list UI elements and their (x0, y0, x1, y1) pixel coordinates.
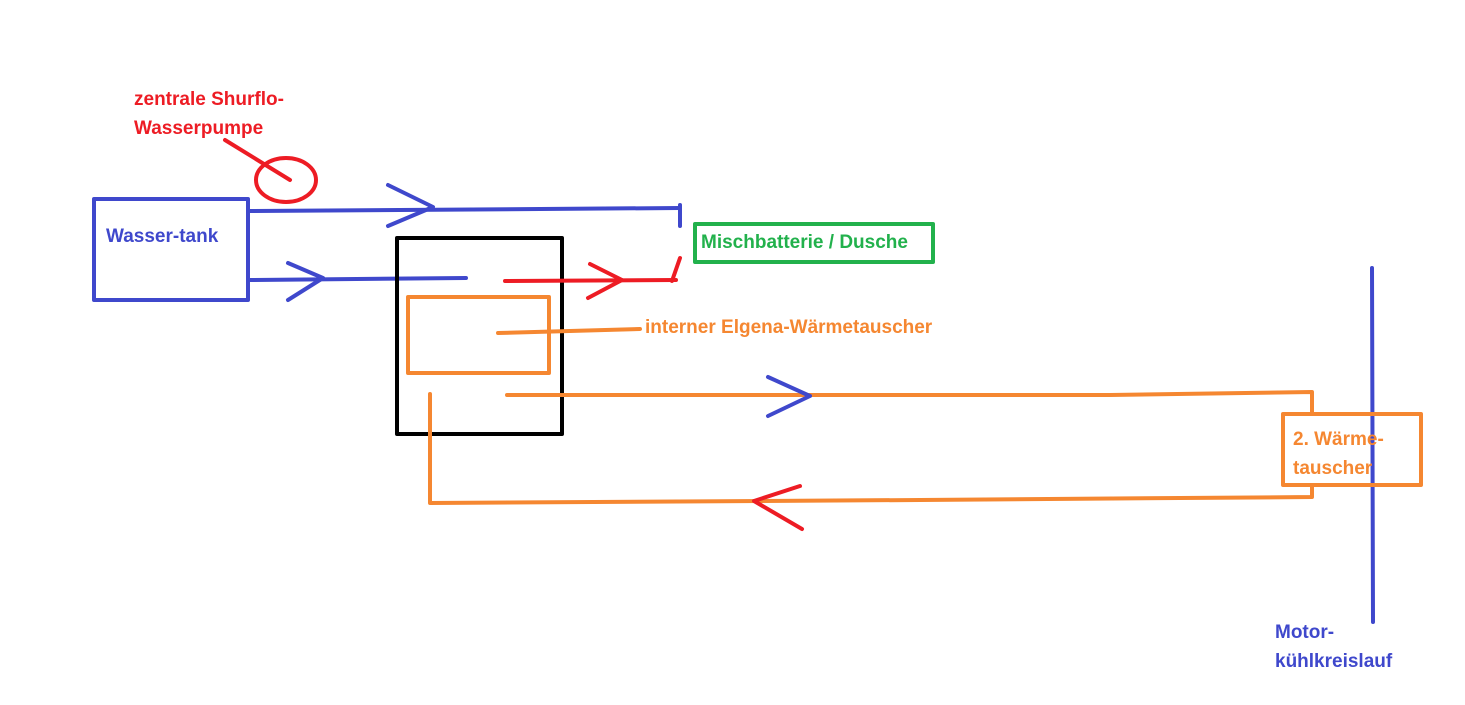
coolant-out-line (505, 390, 1314, 416)
engine-cooling-label: Motor- kühlkreislauf (1275, 618, 1392, 676)
boiler-feed-arrow (286, 261, 325, 302)
pump-leader-line (223, 138, 292, 182)
coolant-return-arrow (752, 484, 804, 531)
internal-hx-leader-line (496, 327, 642, 335)
water-tank-label: Wasser-tank (106, 226, 219, 247)
coolant-return-line (428, 392, 1314, 505)
cold-supply-arrow (386, 183, 435, 228)
engine-cooling-label-line-2: kühlkreislauf (1275, 651, 1393, 672)
water-pump-icon (254, 156, 318, 204)
hot-water-line (503, 278, 678, 283)
hot-water-arrow (586, 262, 624, 300)
boiler-box (395, 236, 564, 436)
mixer-shower-box (693, 222, 935, 264)
cold-supply-line (248, 206, 682, 213)
pump-label: zentrale Shurflo- Wasserpumpe (134, 85, 284, 143)
engine-cooling-label-line-1: Motor- (1275, 622, 1335, 643)
pump-label-line-2: Wasserpumpe (134, 118, 264, 139)
internal-heat-exchanger-label: interner Elgena-Wärmetauscher (645, 317, 933, 338)
second-heat-exchanger-box (1281, 412, 1423, 487)
internal-heat-exchanger-box (406, 295, 551, 375)
mixer-shower-label: Mischbatterie / Dusche (701, 232, 908, 253)
hot-water-stub (670, 256, 682, 283)
second-hx-label-line-1: 2. Wärme- (1293, 429, 1384, 450)
second-hx-label-line-2: tauscher (1293, 458, 1373, 479)
pump-label-line-1: zentrale Shurflo- (134, 89, 284, 110)
engine-cooling-line (1370, 266, 1375, 624)
boiler-feed-line (248, 276, 468, 282)
second-heat-exchanger-label: 2. Wärme- tauscher (1293, 425, 1384, 483)
coolant-out-arrow (766, 375, 812, 418)
water-tank-box (92, 197, 250, 302)
